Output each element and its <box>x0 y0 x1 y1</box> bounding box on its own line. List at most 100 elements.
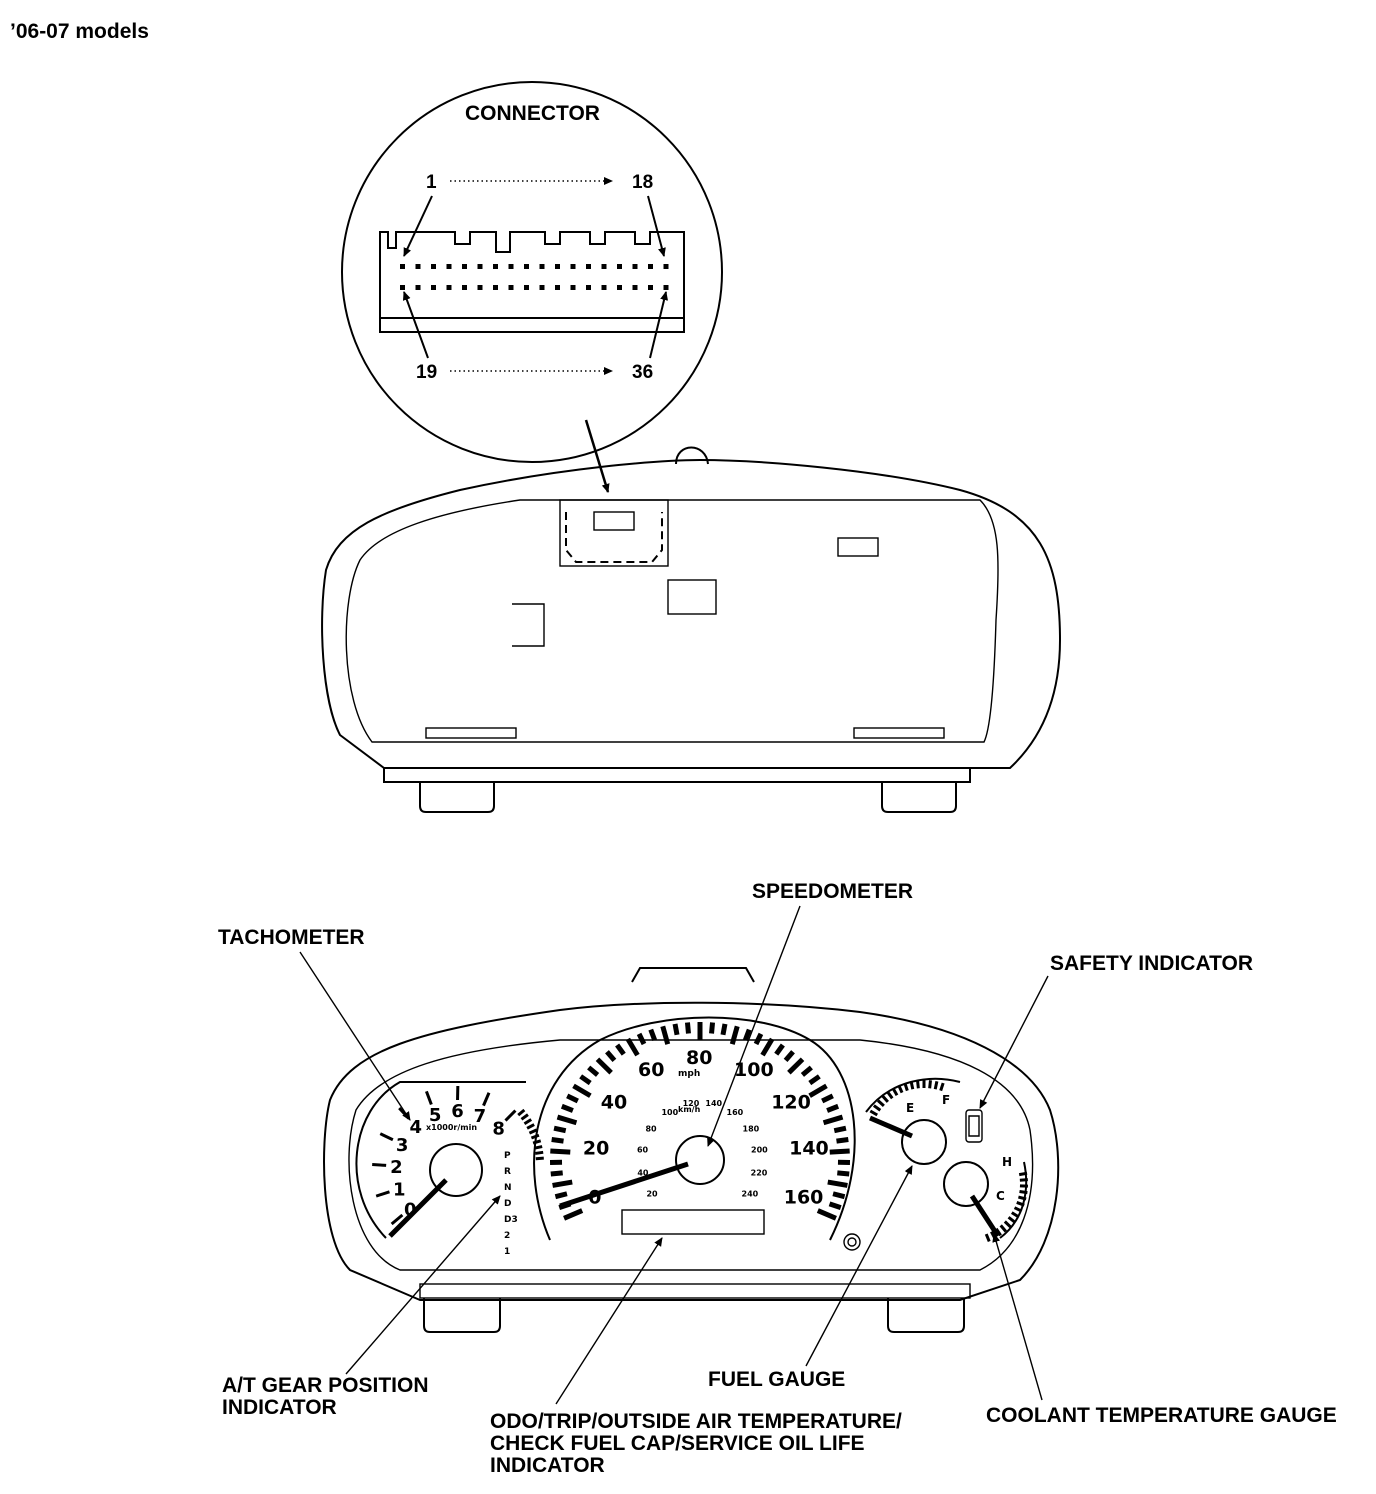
speedo-tick <box>554 1191 568 1200</box>
label-gear-line2: INDICATOR <box>222 1396 337 1419</box>
tach-tick <box>372 1163 387 1167</box>
safety-indicator <box>965 1109 983 1143</box>
fuel-gauge-dial: E F <box>865 1077 961 1165</box>
coolant-needle <box>969 1194 1001 1238</box>
coolant-tick <box>1019 1190 1028 1195</box>
connector-pin <box>586 285 591 290</box>
coolant-hot-mark: H <box>1002 1155 1012 1169</box>
speedo-tick <box>660 1025 671 1045</box>
speedo-tick <box>783 1050 795 1063</box>
gear-position-label: 1 <box>504 1247 510 1257</box>
fuel-tick <box>928 1080 932 1089</box>
connector-body <box>379 231 685 319</box>
speedo-tick <box>826 1103 840 1113</box>
speedo-tick <box>648 1028 658 1041</box>
connector-pins-bottom <box>400 285 669 290</box>
connector-pin <box>508 264 514 269</box>
speedo-tick <box>556 1114 578 1126</box>
fuel-tick <box>939 1082 945 1092</box>
pin-label-1: 1 <box>426 172 437 193</box>
tach-tick-label: 5 <box>429 1105 442 1126</box>
front-bezel <box>348 1039 1034 1271</box>
tach-redline-tick <box>523 1118 533 1125</box>
speedo-tick <box>560 1103 574 1113</box>
connector-pin <box>570 264 576 269</box>
connector-pin <box>431 285 436 290</box>
speedo-tick <box>837 1170 850 1177</box>
connector-pin <box>663 285 669 290</box>
speedo-kmh-label: 40 <box>637 1168 649 1177</box>
speedo-tick <box>605 1050 617 1063</box>
connector-pin <box>415 285 421 290</box>
speedo-tick <box>822 1114 844 1126</box>
connector-pin <box>400 264 405 269</box>
speedo-tick <box>760 1037 775 1057</box>
coolant-tick <box>1010 1211 1020 1219</box>
speedo-tick <box>672 1023 680 1036</box>
fuel-tick <box>876 1099 885 1107</box>
tach-tick <box>482 1092 491 1107</box>
connector-pin <box>493 285 498 290</box>
speedo-tick <box>551 1137 564 1144</box>
connector-pin <box>431 264 436 269</box>
gear-position-label: 2 <box>504 1231 510 1241</box>
front-housing-outline <box>323 1001 1060 1301</box>
gear-position-label: P <box>504 1151 511 1161</box>
speedo-kmh-label: 240 <box>742 1189 759 1198</box>
tach-hub <box>429 1143 483 1197</box>
fuel-tick <box>869 1109 878 1117</box>
tach-redline-tick <box>526 1123 535 1130</box>
tach-tick-label: 8 <box>492 1119 505 1140</box>
coolant-tick <box>984 1233 991 1243</box>
gear-position-label: N <box>504 1183 512 1193</box>
connector-pin <box>632 285 638 290</box>
speedo-tick <box>566 1093 579 1104</box>
connector-pin <box>524 264 529 269</box>
fuel-tick <box>886 1090 894 1100</box>
speedo-tick <box>832 1191 846 1200</box>
speedo-kmh-unit: km/h <box>678 1105 701 1114</box>
connector-location-arrow <box>584 419 610 493</box>
rear-connector-outline-dashed <box>565 512 663 563</box>
front-bottom-flange <box>419 1283 971 1299</box>
connector-pin <box>601 264 607 269</box>
speedo-kmh-label: 80 <box>645 1124 657 1133</box>
speedo-kmh-label: 100 <box>661 1108 678 1117</box>
coolant-hub <box>943 1161 989 1207</box>
coolant-cold-mark: C <box>996 1189 1005 1203</box>
speedo-kmh-label: 220 <box>751 1168 768 1177</box>
rear-top-bump <box>675 446 709 465</box>
rear-bracket <box>512 603 545 647</box>
fuel-hub <box>901 1119 947 1165</box>
speedo-kmh-label: 20 <box>646 1189 658 1198</box>
speedo-tick <box>829 1148 850 1155</box>
speedo-mph-label: 140 <box>789 1137 829 1159</box>
tach-tick-label: 1 <box>393 1180 406 1201</box>
speedo-tick <box>684 1022 691 1034</box>
speedo-mph-label: 100 <box>734 1059 774 1081</box>
connector-pin <box>415 264 421 269</box>
connector-pin <box>524 285 529 290</box>
speedo-tick <box>615 1043 626 1056</box>
speedo-tick <box>729 1025 740 1045</box>
label-odo-line3: INDICATOR <box>490 1454 605 1477</box>
connector-pin <box>555 264 560 269</box>
speedo-tick <box>587 1065 600 1077</box>
leader-tachometer <box>299 951 411 1121</box>
fuel-tick <box>881 1094 889 1103</box>
tach-tick-label: 4 <box>409 1117 422 1138</box>
speedo-tick <box>563 1208 584 1221</box>
pin-label-18: 18 <box>632 172 653 193</box>
speedo-mph-label: 80 <box>686 1047 712 1069</box>
connector-pin <box>508 285 514 290</box>
safety-indicator-lamp <box>965 1109 983 1143</box>
speedo-tick <box>821 1093 834 1104</box>
fuel-needle <box>869 1115 913 1139</box>
fuel-tick <box>897 1084 904 1094</box>
leader-odo <box>555 1237 663 1405</box>
tach-tick-label: 6 <box>451 1101 464 1122</box>
